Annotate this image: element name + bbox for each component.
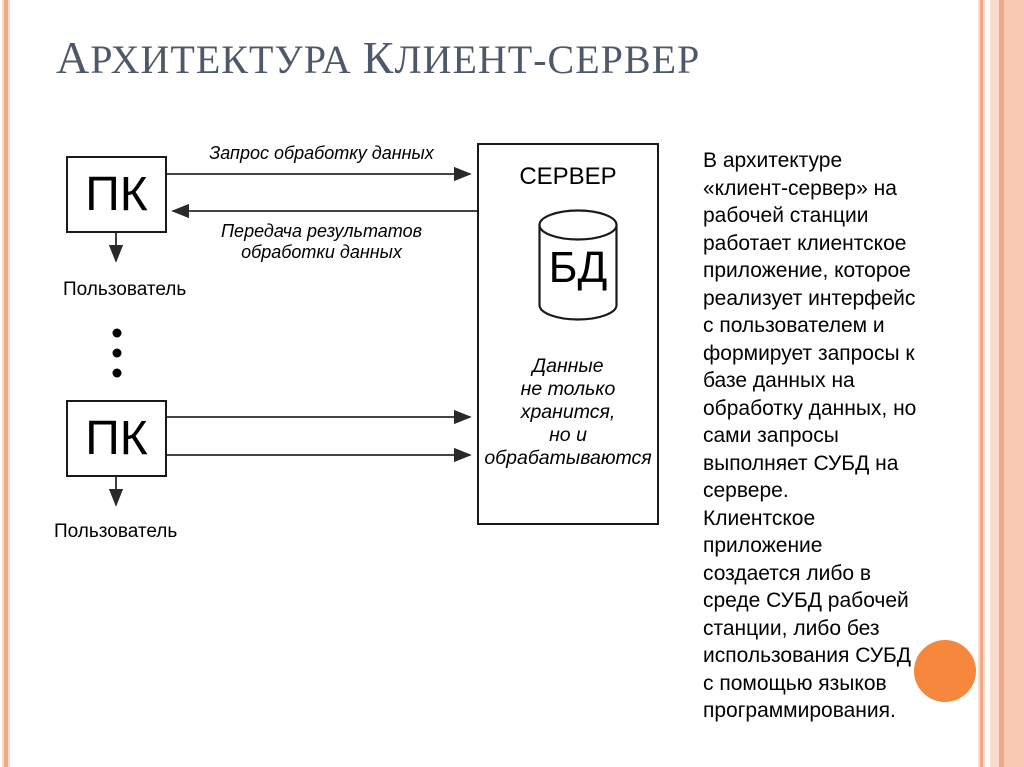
accent-circle-decoration (914, 640, 976, 702)
description-text: В архитектуре «клиент-сервер» на рабочей… (703, 149, 917, 722)
ellipsis-dots (112, 328, 122, 378)
database-label: БД (548, 243, 608, 292)
pc-box-2-label: ПК (85, 412, 148, 465)
right-border-stripe-thin (978, 0, 985, 767)
server-label: СЕРВЕР (519, 163, 617, 190)
right-border-stripe-band (990, 0, 1024, 767)
return-arrow-label: Передача результатов обработки данных (221, 221, 422, 262)
server-box: СЕРВЕР БД Данные не только хранится, но … (477, 143, 659, 525)
database-cylinder-icon (538, 209, 618, 321)
pc-box-1: ПК (66, 156, 167, 233)
user-label-1: Пользователь (63, 279, 187, 300)
request-arrow-label: Запрос обработку данных (209, 143, 434, 163)
pc-box-1-label: ПК (85, 168, 148, 221)
slide-title: АРХИТЕКТУРА КЛИЕНТ-СЕРВЕР (56, 32, 701, 83)
server-note-text: Данные не только хранится, но и обрабаты… (484, 355, 652, 469)
left-border-stripe (2, 0, 10, 767)
pc-box-2: ПК (66, 400, 167, 477)
user-label-2: Пользователь (54, 521, 178, 542)
